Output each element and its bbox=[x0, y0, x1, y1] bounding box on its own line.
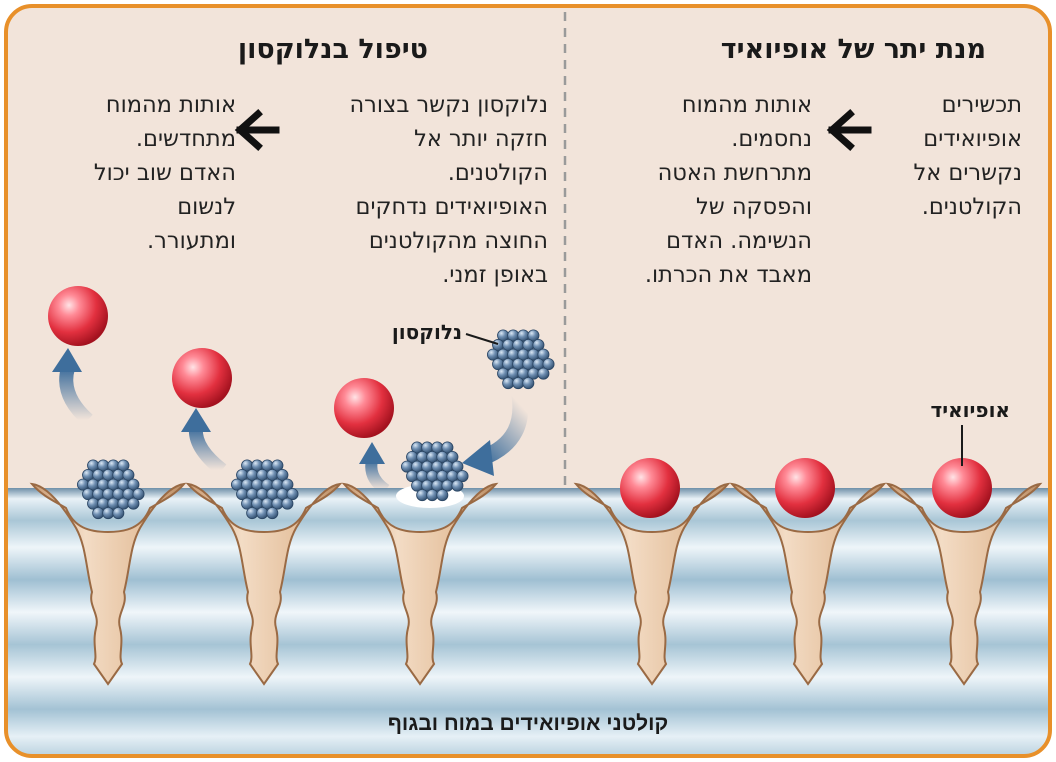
overdose-panel-title: מנת יתר של אופיואיד bbox=[566, 34, 986, 65]
opioid-molecule bbox=[620, 458, 680, 518]
naloxone-effect-text: אותות מהמוח מתחדשים. האדם שוב יכול לנשום… bbox=[16, 88, 236, 258]
opioid-molecule bbox=[48, 286, 108, 346]
opioid-molecule bbox=[775, 458, 835, 518]
overdose-effect-text: אותות מהמוח נחסמים. מתרחשת האטה והפסקה ש… bbox=[572, 88, 812, 292]
naloxone-label: נלוקסון bbox=[302, 320, 462, 344]
overdose-receptor-text: תכשירים אופיואידים נקשרים אל הקולטנים. bbox=[832, 88, 1022, 224]
receptors-caption: קולטני אופיואידים במוח ובגוף bbox=[0, 712, 1056, 736]
opioid-molecule bbox=[334, 378, 394, 438]
opioid-label: אופיואיד bbox=[850, 398, 1010, 422]
naloxone-panel-title: טיפול בנלוקסון bbox=[8, 34, 428, 65]
opioid-molecule bbox=[172, 348, 232, 408]
opioid-molecule bbox=[932, 458, 992, 518]
naloxone-binding-text: נלוקסון נקשר בצורה חזקה יותר אל הקולטנים… bbox=[278, 88, 548, 292]
